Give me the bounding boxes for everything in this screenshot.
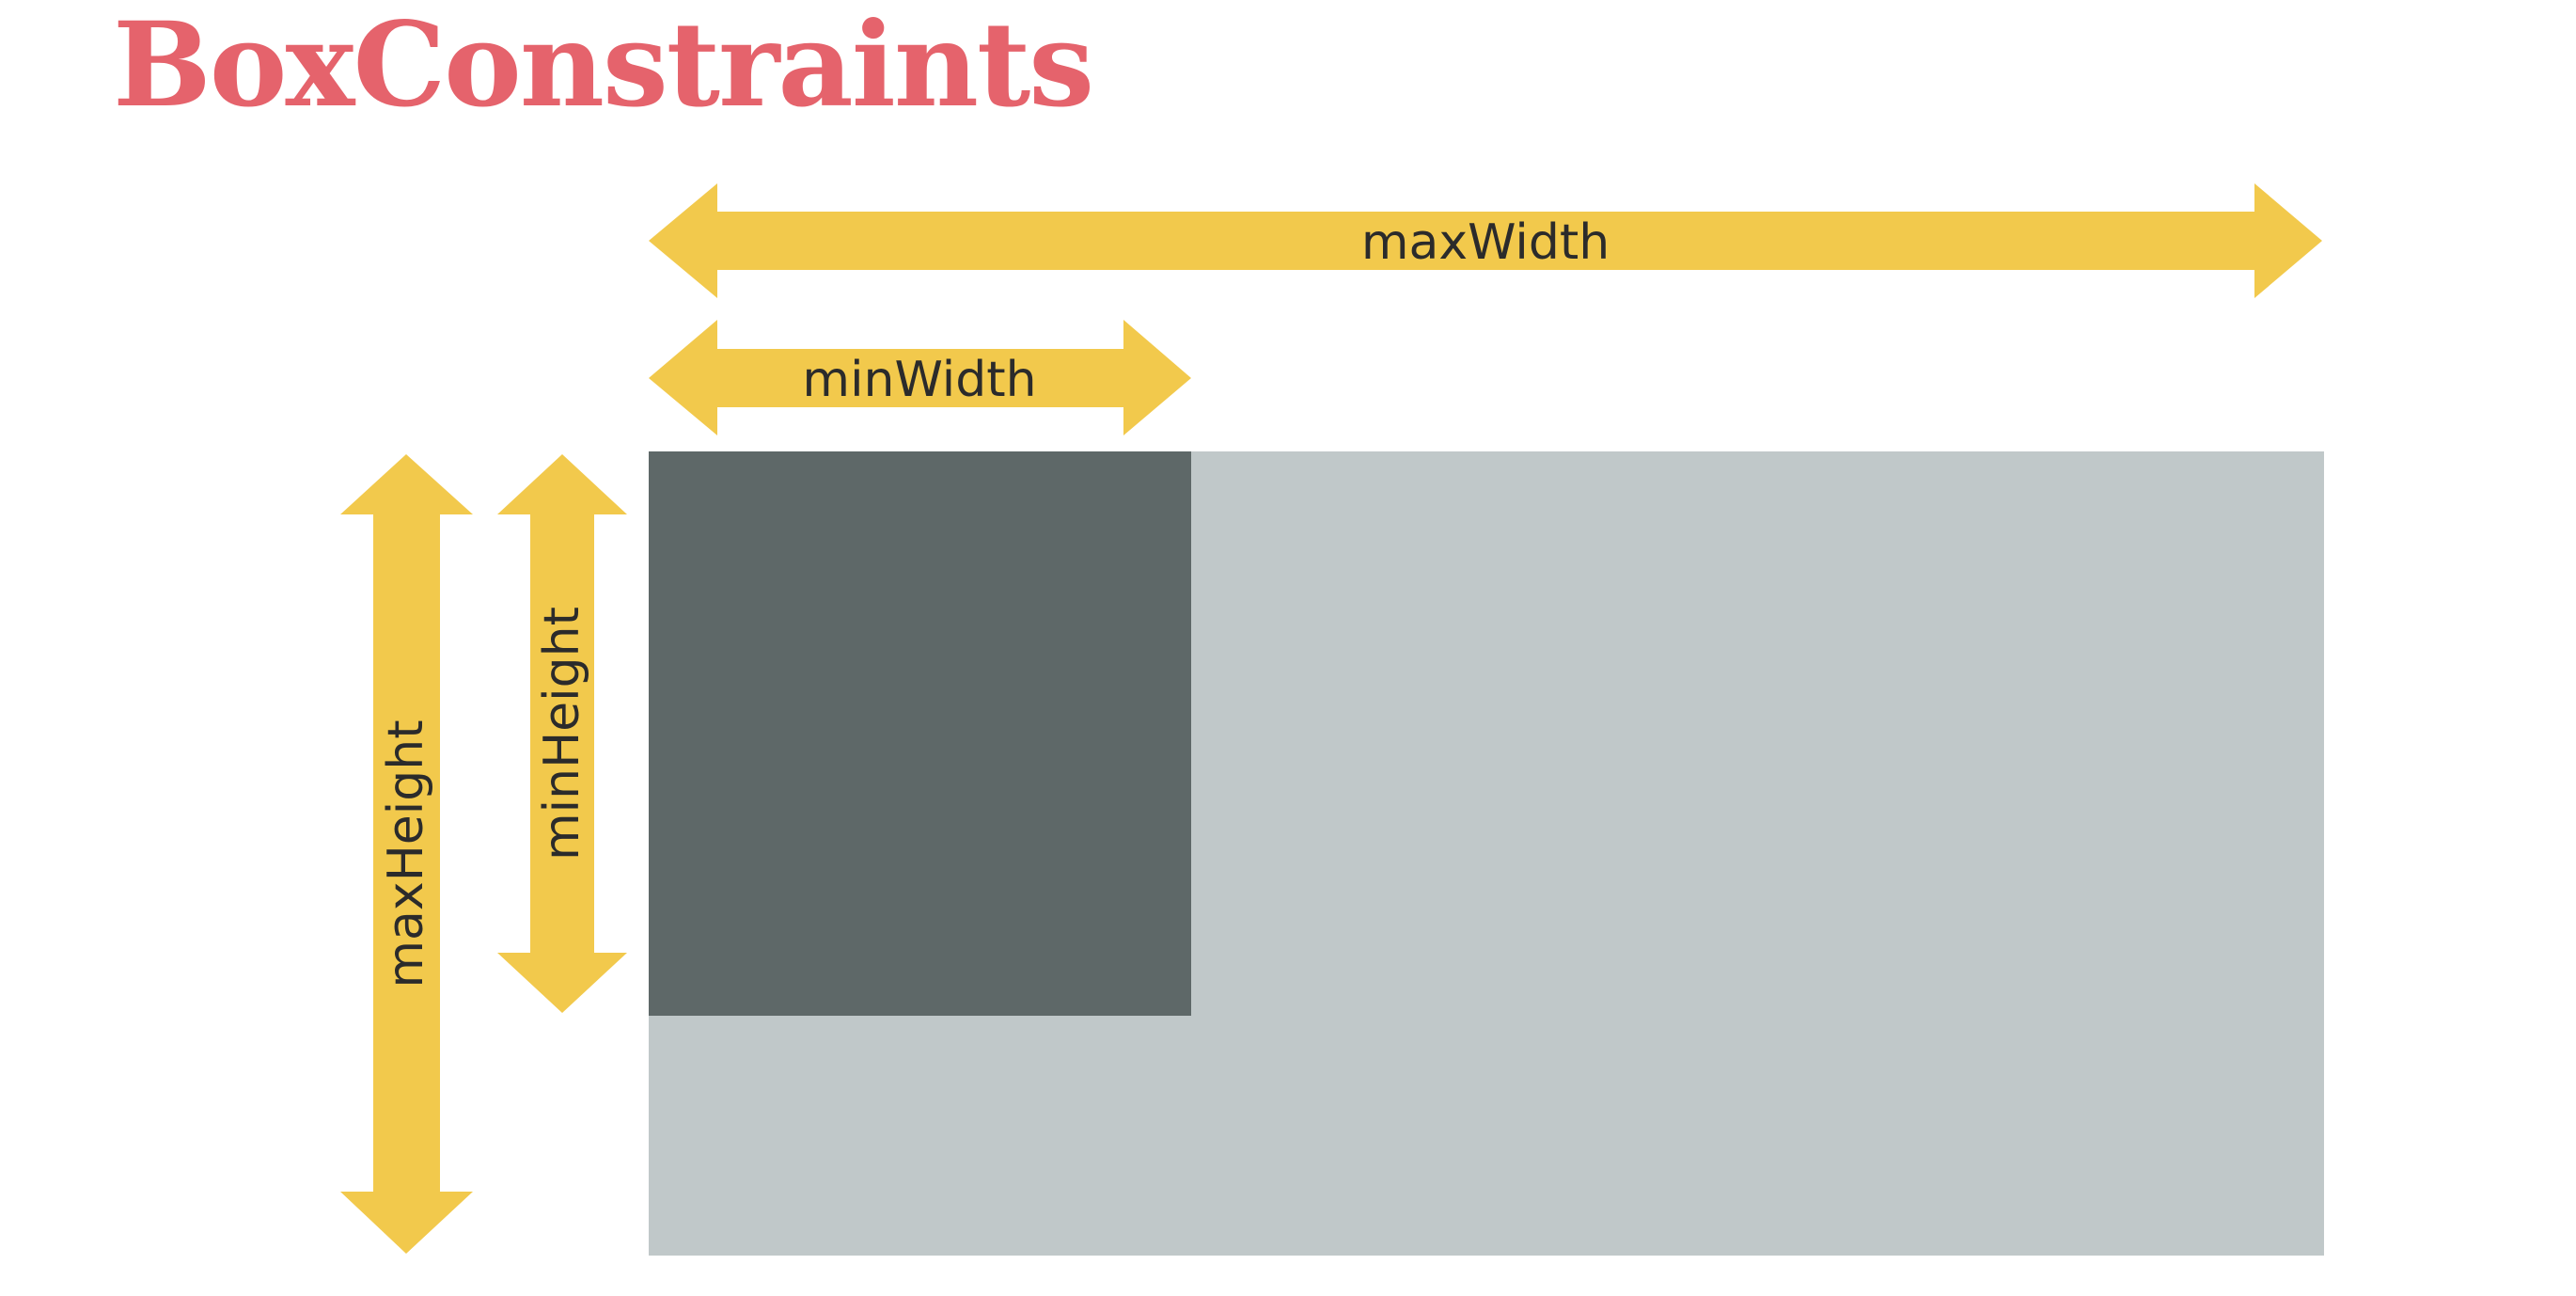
min-width-arrow-shape xyxy=(649,320,1191,435)
min-height-arrow: minHeight xyxy=(497,454,627,1013)
max-height-label: maxHeight xyxy=(378,719,434,988)
max-width-label: maxWidth xyxy=(1361,214,1610,271)
max-height-arrow-shape xyxy=(340,454,473,1254)
min-height-label: minHeight xyxy=(534,607,590,861)
page-title: BoxConstraints xyxy=(113,0,1094,134)
min-width-arrow: minWidth xyxy=(649,320,1191,435)
min-height-arrow-shape xyxy=(497,454,627,1013)
min-size-box xyxy=(649,451,1191,1016)
min-width-label: minWidth xyxy=(802,352,1036,408)
max-height-arrow: maxHeight xyxy=(340,454,473,1254)
max-width-arrow-shape xyxy=(649,183,2322,298)
max-width-arrow: maxWidth xyxy=(649,183,2322,298)
